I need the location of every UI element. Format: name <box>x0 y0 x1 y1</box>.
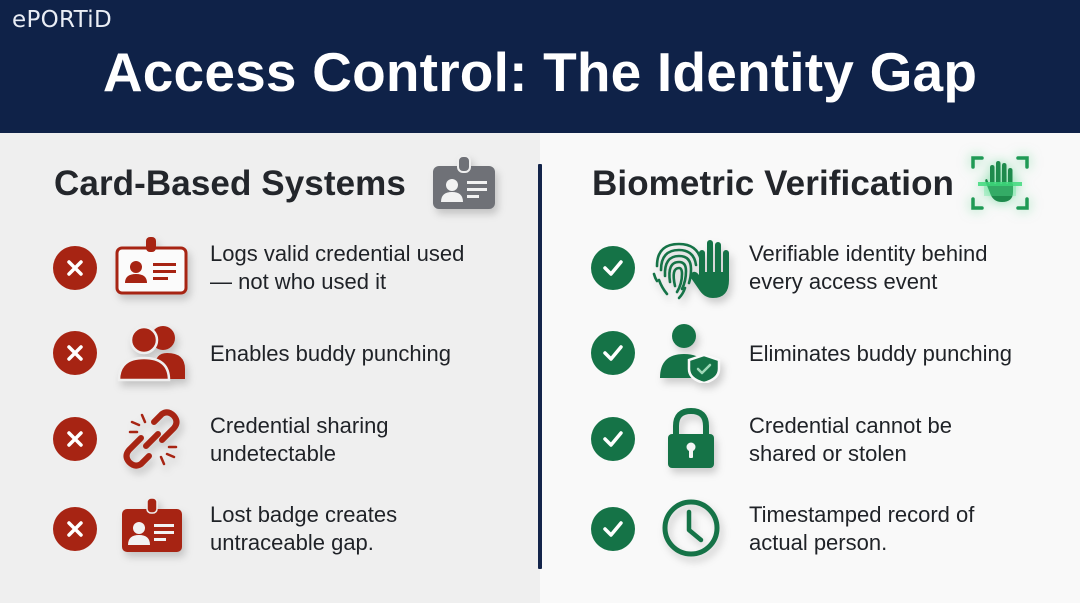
right-item-3-text: Credential cannot be shared or stolen <box>749 413 953 466</box>
id-badge-filled-icon <box>120 497 184 555</box>
check-icon <box>591 331 635 375</box>
x-icon <box>53 246 97 290</box>
padlock-icon <box>666 408 716 470</box>
right-item-4-text: Timestamped record of actual person. <box>749 502 975 555</box>
left-item-2-text: Enables buddy punching <box>210 341 451 366</box>
fingerprint-hand-icon <box>651 236 735 300</box>
right-item-2-text: Eliminates buddy punching <box>749 341 1012 366</box>
id-badge-icon <box>431 154 497 212</box>
right-item-1-text: Verifiable identity behind every access … <box>749 241 988 294</box>
biometric-title: Biometric Verification <box>592 164 955 203</box>
check-icon <box>591 417 635 461</box>
check-icon <box>591 246 635 290</box>
brand-logo: ePORTiD <box>12 7 112 33</box>
panel-divider <box>538 164 542 569</box>
header-banner: ePORTiD Access Control: The Identity Gap <box>0 0 1080 133</box>
left-item-4-text: Lost badge creates untraceable gap. <box>210 502 398 555</box>
check-icon <box>591 507 635 551</box>
x-icon <box>53 507 97 551</box>
left-item-3-text: Credential sharing undetectable <box>210 413 389 466</box>
users-group-icon <box>117 323 189 383</box>
user-shield-icon <box>659 323 723 383</box>
palm-scan-icon <box>970 153 1030 213</box>
left-item-1-text: Logs valid credential used — not who use… <box>210 241 465 294</box>
broken-link-icon <box>120 408 184 472</box>
clock-icon <box>661 498 721 558</box>
page-title: Access Control: The Identity Gap <box>102 41 978 103</box>
x-icon <box>53 417 97 461</box>
id-card-outline-icon <box>114 236 190 296</box>
x-icon <box>53 331 97 375</box>
card-based-title: Card-Based Systems <box>54 164 406 203</box>
